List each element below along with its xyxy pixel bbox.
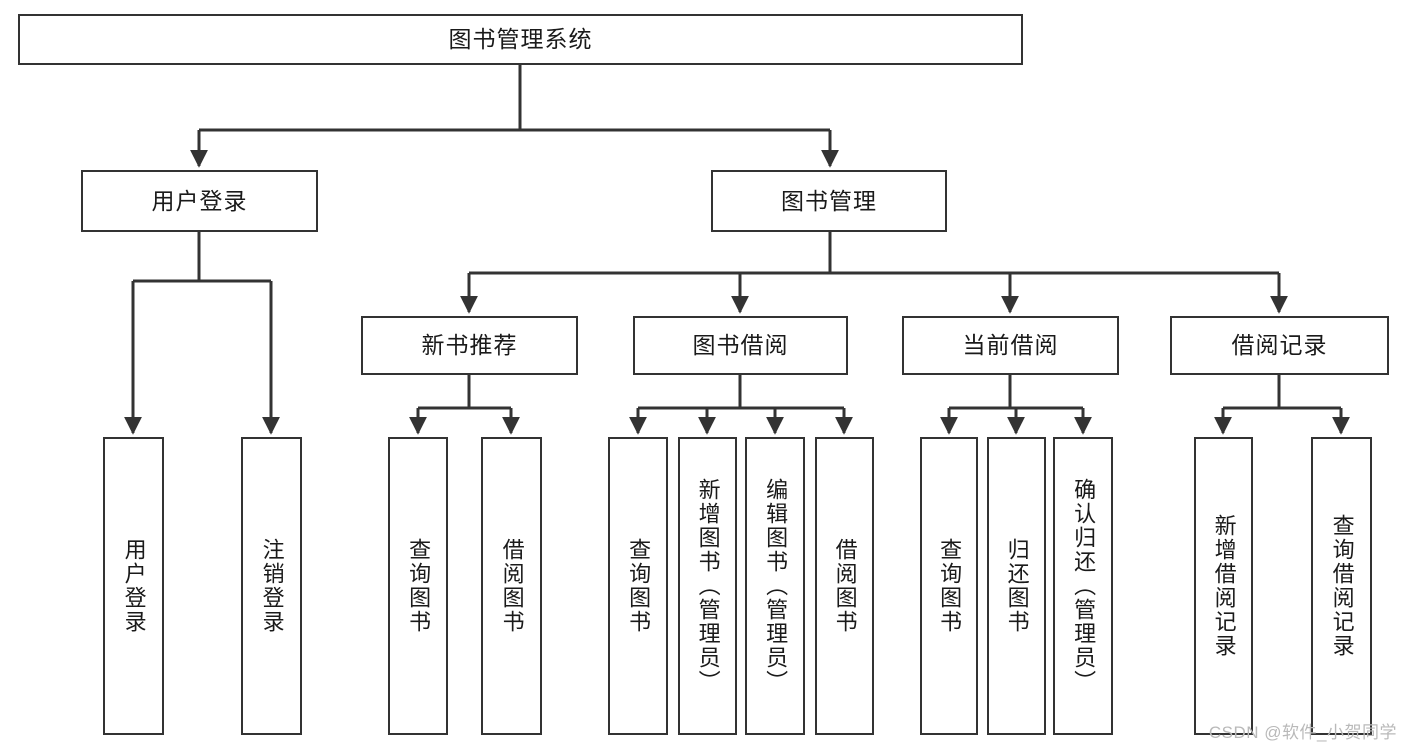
node-leaf-confirm-return-label: 确认归还（管理员） [1071,478,1097,694]
node-leaf-borrow-book-recommend[interactable]: 借阅图书 [481,437,542,735]
node-root-label: 图书管理系统 [448,26,593,53]
node-leaf-logout-label: 注销登录 [259,538,285,634]
node-leaf-query-borrow-record[interactable]: 查询借阅记录 [1311,437,1372,735]
node-leaf-add-book[interactable]: 新增图书（管理员） [678,437,737,735]
node-user-login[interactable]: 用户登录 [81,170,318,232]
node-book-manage[interactable]: 图书管理 [711,170,947,232]
node-book-borrow[interactable]: 图书借阅 [633,316,848,375]
node-leaf-borrow-book[interactable]: 借阅图书 [815,437,874,735]
node-leaf-return-book-label: 归还图书 [1004,538,1030,634]
node-borrow-record-label: 借阅记录 [1231,332,1328,359]
node-leaf-query-book-recommend[interactable]: 查询图书 [388,437,448,735]
node-leaf-confirm-return[interactable]: 确认归还（管理员） [1053,437,1113,735]
node-leaf-add-book-label: 新增图书（管理员） [695,478,721,694]
node-leaf-user-login[interactable]: 用户登录 [103,437,164,735]
node-root-system[interactable]: 图书管理系统 [18,14,1023,65]
node-leaf-query-book-current-label: 查询图书 [937,538,963,634]
node-leaf-query-book-current[interactable]: 查询图书 [920,437,978,735]
node-user-login-label: 用户登录 [151,187,248,214]
node-leaf-return-book[interactable]: 归还图书 [987,437,1046,735]
node-leaf-add-borrow-record-label: 新增借阅记录 [1211,514,1237,658]
node-leaf-query-book-borrow-label: 查询图书 [626,538,652,634]
node-book-manage-label: 图书管理 [781,187,877,214]
node-leaf-logout[interactable]: 注销登录 [241,437,302,735]
node-borrow-record[interactable]: 借阅记录 [1170,316,1389,375]
node-leaf-query-book-recommend-label: 查询图书 [406,538,432,634]
node-new-book-recommend[interactable]: 新书推荐 [361,316,578,375]
node-book-borrow-label: 图书借阅 [692,332,789,359]
watermark-text: CSDN @软件_小贺同学 [1208,723,1397,742]
node-current-borrow-label: 当前借阅 [962,332,1059,359]
node-leaf-query-borrow-record-label: 查询借阅记录 [1329,514,1355,658]
node-leaf-borrow-book-label: 借阅图书 [832,538,858,634]
node-leaf-query-book-borrow[interactable]: 查询图书 [608,437,668,735]
node-current-borrow[interactable]: 当前借阅 [902,316,1119,375]
node-new-book-recommend-label: 新书推荐 [421,332,518,359]
node-leaf-borrow-book-recommend-label: 借阅图书 [499,538,525,634]
node-leaf-edit-book-label: 编辑图书（管理员） [763,478,789,694]
node-leaf-user-login-label: 用户登录 [121,538,147,634]
node-leaf-add-borrow-record[interactable]: 新增借阅记录 [1194,437,1253,735]
node-leaf-edit-book[interactable]: 编辑图书（管理员） [745,437,805,735]
